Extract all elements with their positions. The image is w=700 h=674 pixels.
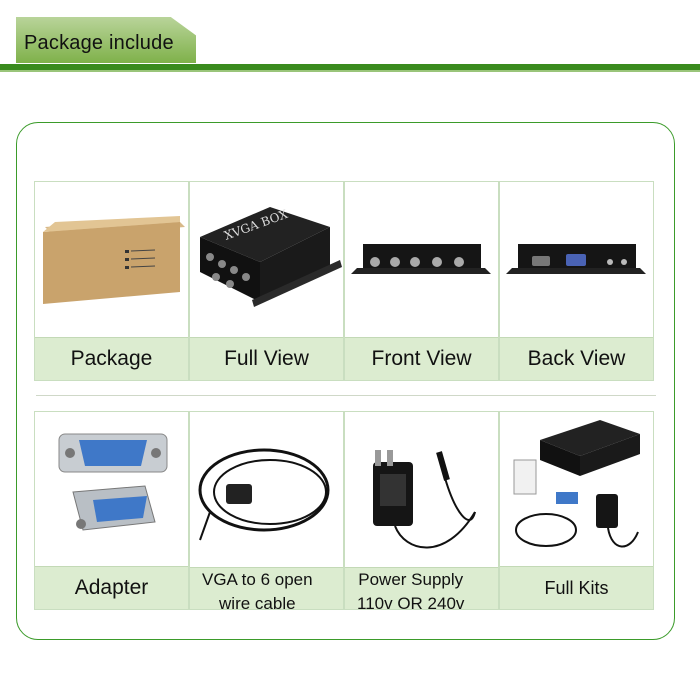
full-kits-image — [500, 412, 653, 567]
item-full-kits: Full Kits — [499, 411, 654, 610]
item-label-line1: Power Supply — [358, 570, 464, 589]
back-panel-image — [500, 182, 653, 337]
item-label: Package — [35, 337, 188, 380]
item-package: Package — [34, 181, 189, 381]
package-box-image — [35, 182, 188, 337]
header-rule-light — [0, 70, 700, 72]
header-tab — [16, 17, 196, 63]
item-adapter: Adapter — [34, 411, 189, 610]
item-label-line2: wire cable — [219, 594, 296, 613]
item-label: Front View — [345, 337, 498, 380]
power-supply-image — [345, 412, 498, 567]
item-front-view: Front View — [344, 181, 499, 381]
item-label-line2: 110v OR 240v — [357, 594, 465, 613]
item-label: Power Supply 110v OR 240v — [345, 567, 498, 613]
item-vga-cable: VGA to 6 open wire cable — [189, 411, 344, 613]
item-label: Full Kits — [500, 566, 653, 609]
db9-adapter-image — [35, 412, 188, 567]
xvga-box-full-image: XVGA BOX — [190, 182, 343, 337]
section-title: Package include — [24, 32, 174, 54]
item-label: VGA to 6 open wire cable — [190, 567, 343, 613]
header-rule — [0, 64, 700, 70]
item-label: Full View — [190, 337, 343, 380]
front-panel-image — [345, 182, 498, 337]
item-full-view: XVGA BOX Full View — [189, 181, 344, 381]
row-divider — [36, 395, 656, 396]
vga-cable-image — [190, 412, 343, 567]
item-back-view: Back View — [499, 181, 654, 381]
item-label: Back View — [500, 337, 653, 380]
item-power-supply: Power Supply 110v OR 240v — [344, 411, 499, 613]
item-label-line1: VGA to 6 open — [202, 570, 313, 589]
item-label: Adapter — [35, 566, 188, 609]
